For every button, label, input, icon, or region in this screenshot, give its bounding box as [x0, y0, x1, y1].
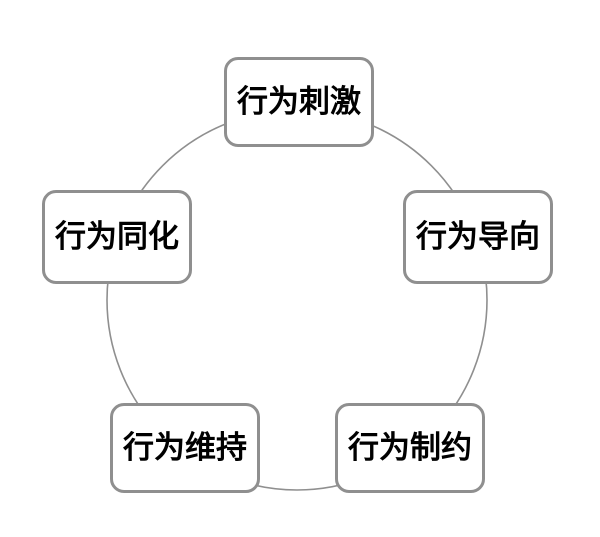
node-stimulus-label: 行为刺激 [237, 83, 361, 120]
node-maintain[interactable]: 行为维持 [110, 403, 260, 493]
node-restraint[interactable]: 行为制约 [335, 403, 485, 493]
node-maintain-label: 行为维持 [123, 429, 247, 466]
node-stimulus[interactable]: 行为刺激 [224, 57, 374, 147]
node-restraint-label: 行为制约 [348, 429, 472, 466]
node-assimilate-label: 行为同化 [55, 218, 179, 255]
node-assimilate[interactable]: 行为同化 [42, 190, 192, 284]
node-guidance[interactable]: 行为导向 [403, 190, 553, 284]
node-guidance-label: 行为导向 [416, 218, 540, 255]
